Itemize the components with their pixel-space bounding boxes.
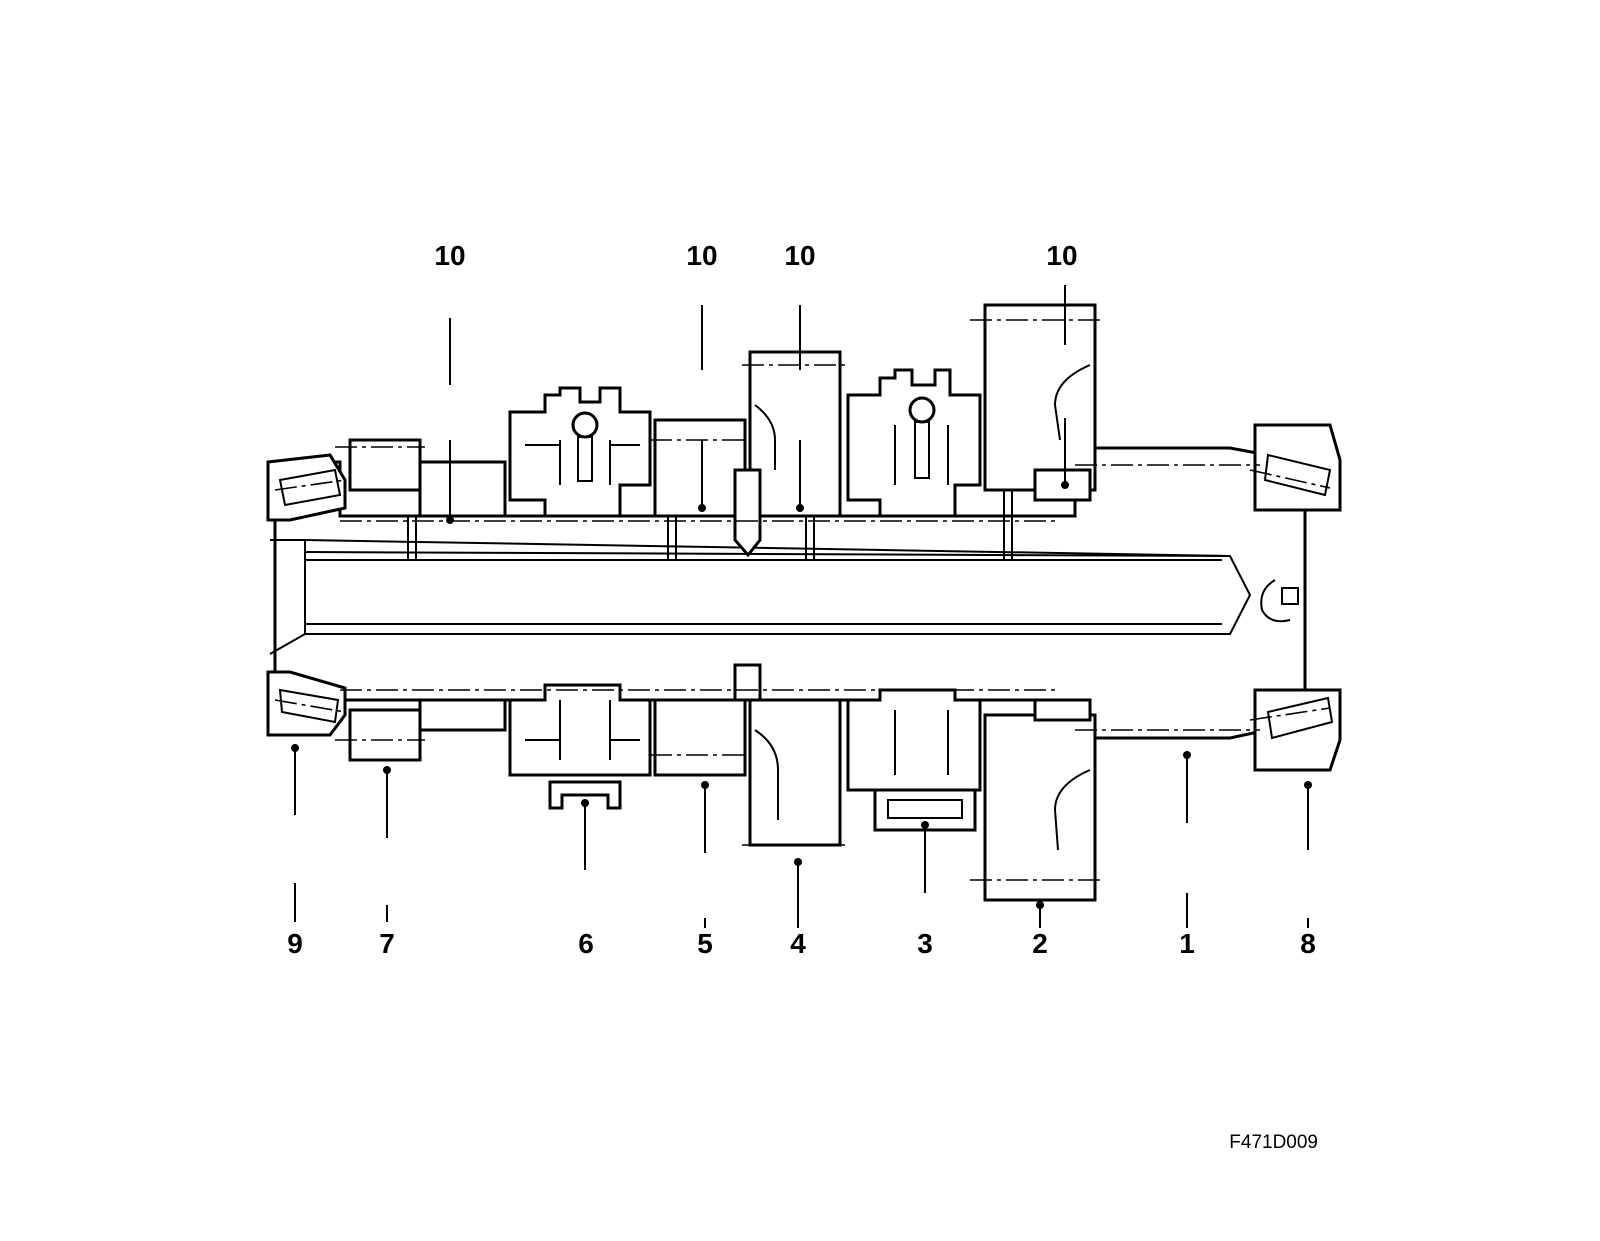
callout-bottom-6: 6 bbox=[578, 928, 594, 959]
callout-top-3: 10 bbox=[784, 240, 815, 271]
bearing-left bbox=[266, 453, 347, 737]
callout-bottom-9: 9 bbox=[287, 928, 303, 959]
gear-5 bbox=[653, 418, 747, 777]
callout-top-1: 10 bbox=[434, 240, 465, 271]
callout-bottom-2: 2 bbox=[1032, 928, 1048, 959]
gear-7 bbox=[348, 438, 507, 762]
callout-bottom-4: 4 bbox=[790, 928, 806, 959]
synchronizer-3 bbox=[846, 368, 982, 832]
callout-bottom-5: 5 bbox=[697, 928, 713, 959]
callout-top-2: 10 bbox=[686, 240, 717, 271]
callout-bottom-7: 7 bbox=[379, 928, 395, 959]
callout-bottom-1: 1 bbox=[1179, 928, 1195, 959]
bearing-right bbox=[1253, 423, 1342, 772]
gear-2 bbox=[983, 303, 1097, 902]
figure-code: F471D009 bbox=[1229, 1132, 1318, 1153]
callout-top-4: 10 bbox=[1046, 240, 1077, 271]
synchronizer-6 bbox=[508, 386, 652, 810]
callout-bottom-8: 8 bbox=[1300, 928, 1316, 959]
centre-lines bbox=[274, 319, 1331, 881]
gear-4 bbox=[733, 350, 842, 847]
callout-bottom-3: 3 bbox=[917, 928, 933, 959]
leader-lines bbox=[291, 285, 1312, 928]
